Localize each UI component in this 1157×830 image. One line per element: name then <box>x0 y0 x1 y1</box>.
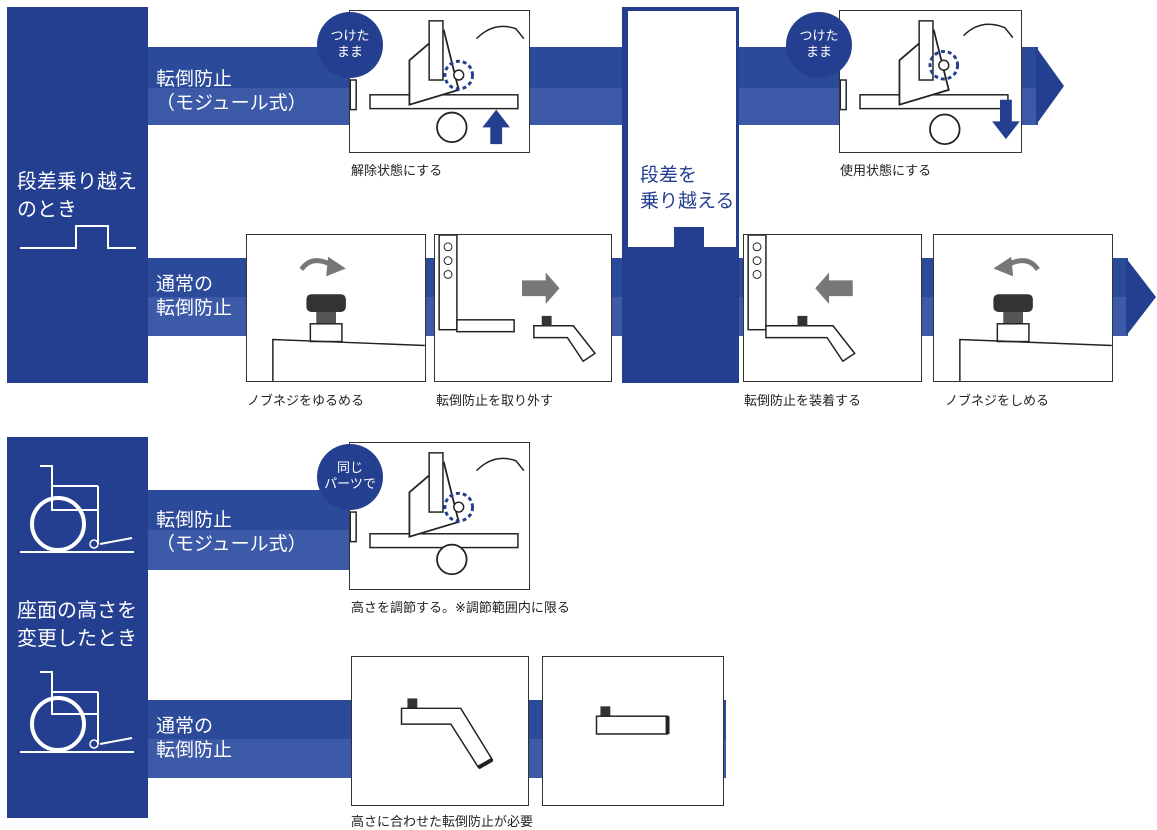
modular-label-2: 転倒防止 （モジュール式） <box>156 509 307 555</box>
normal-label-2: 通常の 転倒防止 <box>156 715 233 761</box>
panel-tighten-knob <box>933 234 1113 382</box>
arrow-head-bottom <box>1126 258 1156 336</box>
caption-attach: 転倒防止を装着する <box>744 394 862 409</box>
middle-label: 段差を 乗り越える <box>640 164 735 212</box>
caption-matching-antitip: 高さに合わせた転倒防止が必要 <box>351 815 534 830</box>
caption-loosen: ノブネジをゆるめる <box>247 394 365 409</box>
normal-label-1: 通常の 転倒防止 <box>156 273 233 319</box>
section1-title: 段差乗り越え のとき <box>17 169 137 221</box>
section2-title: 座面の高さを 変更したとき <box>17 598 137 650</box>
panel-remove <box>434 234 612 382</box>
modular-label-1: 転倒防止 （モジュール式） <box>156 68 307 114</box>
caption-use: 使用状態にする <box>840 164 932 179</box>
badge-keep-right: つけた まま <box>786 12 852 78</box>
modular-panel-use <box>839 10 1022 153</box>
panel-straight-antitip <box>542 656 724 806</box>
caption-release: 解除状態にする <box>351 164 443 179</box>
wheelchair-icon-top <box>20 465 134 553</box>
badge-keep-left: つけた まま <box>317 12 383 78</box>
panel-loosen-knob <box>246 234 426 382</box>
modular-band-2-lower <box>148 530 350 570</box>
arrow-head-top <box>1036 47 1064 125</box>
caption-tighten: ノブネジをしめる <box>945 394 1050 409</box>
wheelchair-icon-bottom <box>20 671 134 753</box>
step-profile-icon <box>20 225 136 249</box>
panel-attach <box>743 234 922 382</box>
panel-bent-antitip <box>351 656 529 806</box>
section1-sidebox <box>7 7 148 383</box>
caption-remove: 転倒防止を取り外す <box>436 394 554 409</box>
caption-adjust-height: 高さを調節する。※調節範囲内に限る <box>351 601 570 616</box>
middle-white-box <box>628 11 736 247</box>
section2-sidebox <box>7 437 148 818</box>
badge-same-parts: 同じ パーツで <box>317 444 383 510</box>
middle-step <box>674 227 704 249</box>
